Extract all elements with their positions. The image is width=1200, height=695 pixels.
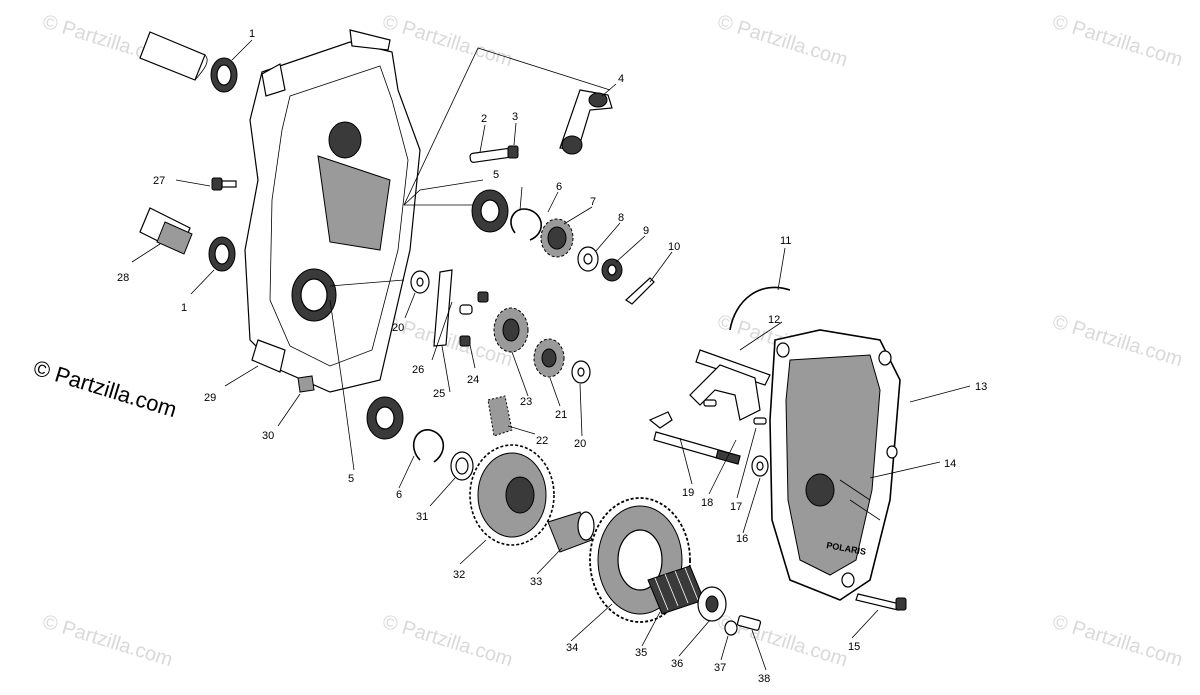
pin-bolt-2-3 bbox=[469, 145, 519, 163]
callout-1-lower: 1 bbox=[181, 302, 187, 314]
snap-ring-6-upper bbox=[510, 208, 543, 241]
callout-7: 7 bbox=[590, 196, 596, 208]
callout-8: 8 bbox=[618, 212, 624, 224]
callout-6-upper: 6 bbox=[556, 181, 562, 193]
callout-20-right: 20 bbox=[574, 438, 586, 450]
callout-11: 11 bbox=[780, 235, 791, 247]
shaft-26 bbox=[433, 269, 453, 347]
callout-38: 38 bbox=[758, 673, 770, 685]
seal-lower bbox=[208, 236, 236, 272]
callout-5-upper: 5 bbox=[493, 169, 499, 181]
bolt-24 bbox=[459, 291, 489, 347]
washer-20-left bbox=[410, 270, 430, 294]
callout-20-left: 20 bbox=[392, 322, 404, 334]
upper-shaft bbox=[139, 31, 208, 81]
callout-35: 35 bbox=[635, 647, 647, 659]
main-case bbox=[244, 29, 421, 393]
bolt-38 bbox=[736, 615, 762, 631]
shift-lever-4 bbox=[559, 89, 613, 155]
washer-36 bbox=[697, 586, 727, 622]
callout-21: 21 bbox=[555, 409, 567, 421]
callout-17: 17 bbox=[730, 501, 742, 513]
bearing-5-upper bbox=[471, 189, 509, 233]
callout-9: 9 bbox=[643, 225, 649, 237]
callout-26: 26 bbox=[412, 364, 424, 376]
callout-13: 13 bbox=[975, 381, 987, 393]
callout-19: 19 bbox=[682, 487, 694, 499]
callout-6-lower: 6 bbox=[396, 489, 402, 501]
callout-10: 10 bbox=[668, 241, 680, 253]
callout-5-lower: 5 bbox=[348, 473, 354, 485]
chain-22 bbox=[487, 395, 513, 437]
leader-lines bbox=[131, 39, 971, 671]
washer-16 bbox=[751, 455, 769, 477]
callouts: 1 2 3 4 5 6 7 8 9 10 11 12 13 14 15 16 1… bbox=[117, 28, 987, 685]
lower-shaft-28 bbox=[139, 207, 193, 255]
ring-37 bbox=[724, 620, 738, 636]
cotter-pin-10 bbox=[625, 277, 655, 305]
washer-8 bbox=[577, 246, 599, 272]
callout-29: 29 bbox=[204, 392, 216, 404]
bearing-5-lower bbox=[366, 396, 404, 440]
bolt-27 bbox=[211, 177, 237, 191]
nut-9 bbox=[601, 258, 623, 282]
callout-32: 32 bbox=[453, 569, 465, 581]
callout-23: 23 bbox=[520, 396, 532, 408]
cover-13: POLARIS bbox=[769, 329, 901, 601]
callout-14: 14 bbox=[944, 458, 956, 470]
snap-ring-6-lower bbox=[412, 429, 445, 463]
callout-25: 25 bbox=[433, 388, 445, 400]
callout-31: 31 bbox=[416, 511, 428, 523]
gear-32 bbox=[469, 444, 555, 546]
breather-30 bbox=[297, 375, 315, 393]
shift-fork-12 bbox=[689, 349, 771, 421]
callout-33: 33 bbox=[530, 576, 542, 588]
callout-15: 15 bbox=[848, 641, 860, 653]
callout-3: 3 bbox=[512, 111, 518, 123]
pin-17 bbox=[703, 399, 767, 425]
shift-shaft-19 bbox=[648, 411, 741, 465]
callout-36: 36 bbox=[671, 658, 683, 670]
callout-4: 4 bbox=[618, 73, 624, 85]
callout-24: 24 bbox=[467, 374, 479, 386]
washer-20-right bbox=[571, 360, 591, 384]
callout-30: 30 bbox=[262, 430, 274, 442]
callout-27: 27 bbox=[153, 175, 165, 187]
pin-25 bbox=[459, 304, 473, 315]
needle-bearing-33 bbox=[547, 511, 595, 553]
gear-21 bbox=[533, 338, 565, 378]
callout-18: 18 bbox=[701, 497, 713, 509]
washer-31 bbox=[450, 451, 474, 481]
callout-37: 37 bbox=[714, 662, 726, 674]
callout-12: 12 bbox=[768, 314, 780, 326]
bolt-15 bbox=[855, 593, 907, 611]
callout-1-top: 1 bbox=[249, 28, 255, 40]
callout-2: 2 bbox=[481, 113, 487, 125]
callout-22: 22 bbox=[536, 435, 548, 447]
seal-upper bbox=[210, 57, 238, 93]
wire-11 bbox=[729, 286, 791, 331]
callout-34: 34 bbox=[566, 642, 578, 654]
callout-28: 28 bbox=[117, 272, 129, 284]
callout-16: 16 bbox=[736, 533, 748, 545]
gear-23 bbox=[493, 307, 529, 353]
gear-7 bbox=[540, 218, 574, 258]
